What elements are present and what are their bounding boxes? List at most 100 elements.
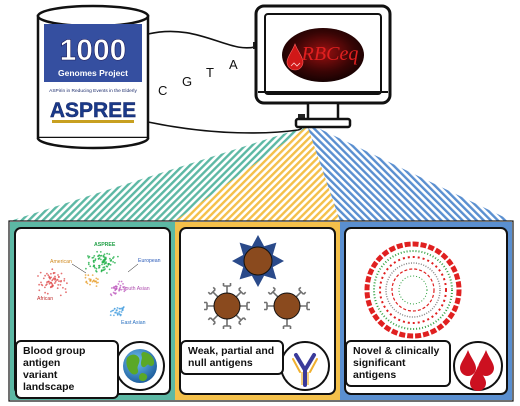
scatter-point [87,263,90,266]
scatter-point [122,286,125,289]
rbceq-logo [282,28,364,82]
scatter-point [56,287,59,290]
antigen-spike [235,286,247,298]
scatter-point [52,272,55,275]
scatter-point [58,280,60,283]
scatter-point [124,286,127,289]
scatter-point [92,260,95,262]
caption-variant-landscape: Blood group antigen variant landscape [15,340,119,399]
antigen-spike [300,301,310,311]
scatter-point [103,260,106,263]
monitor-stand [294,117,352,129]
scatter-point [119,284,122,287]
scatter-point [63,279,66,282]
scatter-point [62,286,64,289]
scatter-point [112,291,115,294]
scatter-point [85,281,88,284]
scatter-point [56,278,59,281]
scatter-point [110,259,112,262]
aspree-tagline: ASPirin in Reducing Events in the Elderl… [49,88,137,94]
scatter-point [85,267,87,270]
scatter-point [109,293,112,296]
scatter-point [105,265,108,268]
letter-g: G [182,74,192,89]
scatter-point [120,313,122,316]
scatter-point [102,255,105,258]
scatter-point [118,280,121,283]
scatter-point [120,280,123,283]
scatter-point [96,250,98,253]
label-african: African [37,296,53,302]
globe-icon [115,341,165,391]
scatter-point [102,269,105,272]
antigen-spike [207,314,219,326]
scatter-point [42,277,45,280]
scatter-point [122,306,125,308]
label-american: American [50,259,72,265]
scatter-point [59,294,62,297]
scatter-point [110,310,112,313]
beam-yellow [175,128,340,221]
monitor: RBCeq [254,4,392,129]
scatter-point [37,275,39,277]
scatter-point [54,279,56,281]
scatter-point [116,285,118,288]
scatter-point [112,256,115,258]
scatter-point [100,254,103,257]
scatter-point [93,264,95,267]
scatter-point [65,291,67,294]
scatter-point [100,258,102,261]
scatter-point [113,314,115,317]
letter-t: T [206,65,214,80]
scatter-point [40,281,42,284]
scatter-point [46,283,48,285]
scatter-point [48,276,51,279]
population-scatter [37,250,127,317]
scatter-point [38,289,41,292]
scatter-point [87,255,89,257]
scatter-point [108,253,111,256]
monitor-neck [306,101,340,122]
scatter-point [115,292,117,294]
scatter-point [57,276,60,278]
circos-plot [364,241,462,339]
antigen-spike [264,301,274,311]
scatter-point [108,263,111,265]
caption-line: Novel & clinically [353,345,440,357]
antigen-spike [295,286,307,298]
scatter-point [57,274,59,276]
scatter-point [112,309,115,312]
scatter-point [84,276,87,279]
scatter-point [47,274,50,277]
scatter-point [50,281,52,284]
scatter-point [116,312,118,314]
scatter-point [54,280,57,283]
caption-line: variant landscape [23,369,75,393]
scatter-point [93,279,95,282]
scatter-point [114,261,116,264]
rbc-null-antigen [264,286,310,329]
scatter-point [122,283,124,285]
sequence-letters: C G T A [158,57,238,98]
caption-line: null antigens [188,357,253,369]
scatter-point [104,256,107,259]
scatter-point [41,284,44,287]
label-east-asian: East Asian [121,320,146,326]
scatter-point [117,312,120,314]
scatter-point [109,257,111,260]
rbc-antigen-star [232,235,284,287]
antigen-spike [204,301,214,311]
scatter-point [44,291,46,294]
rbc-weak-antigen [204,283,250,329]
scatter-point [112,261,114,263]
scatter-point [46,272,48,275]
scatter-point [116,307,119,309]
scatter-point [95,270,98,273]
label-south-asian: South Asian [122,286,150,292]
beam-blue [308,128,512,221]
scatter-point [60,280,62,283]
scatter-point [44,274,46,277]
scatter-point [94,280,96,283]
caption-line: Blood group antigen [23,345,86,369]
scatter-point [117,283,120,285]
